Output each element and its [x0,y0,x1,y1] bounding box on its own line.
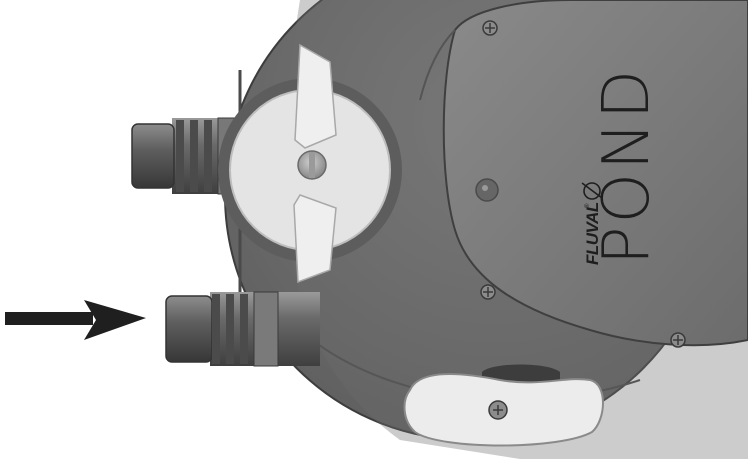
model-name: POND [590,67,664,265]
brand-name: FLUVAL [583,202,602,265]
screw-mid [480,284,496,300]
right-arrow-icon [5,300,146,340]
pump-lid [419,0,748,347]
screw-right [670,332,686,348]
lower-outlet-pipe [165,291,320,367]
model-logo: POND [590,67,664,265]
brand-swirl-icon [583,182,601,200]
screw-top [482,20,498,36]
carry-handle [403,364,604,447]
registered-mark: ® [584,203,591,208]
valve-dial [218,43,402,284]
brand-logo: FLUVAL ® [581,182,603,265]
